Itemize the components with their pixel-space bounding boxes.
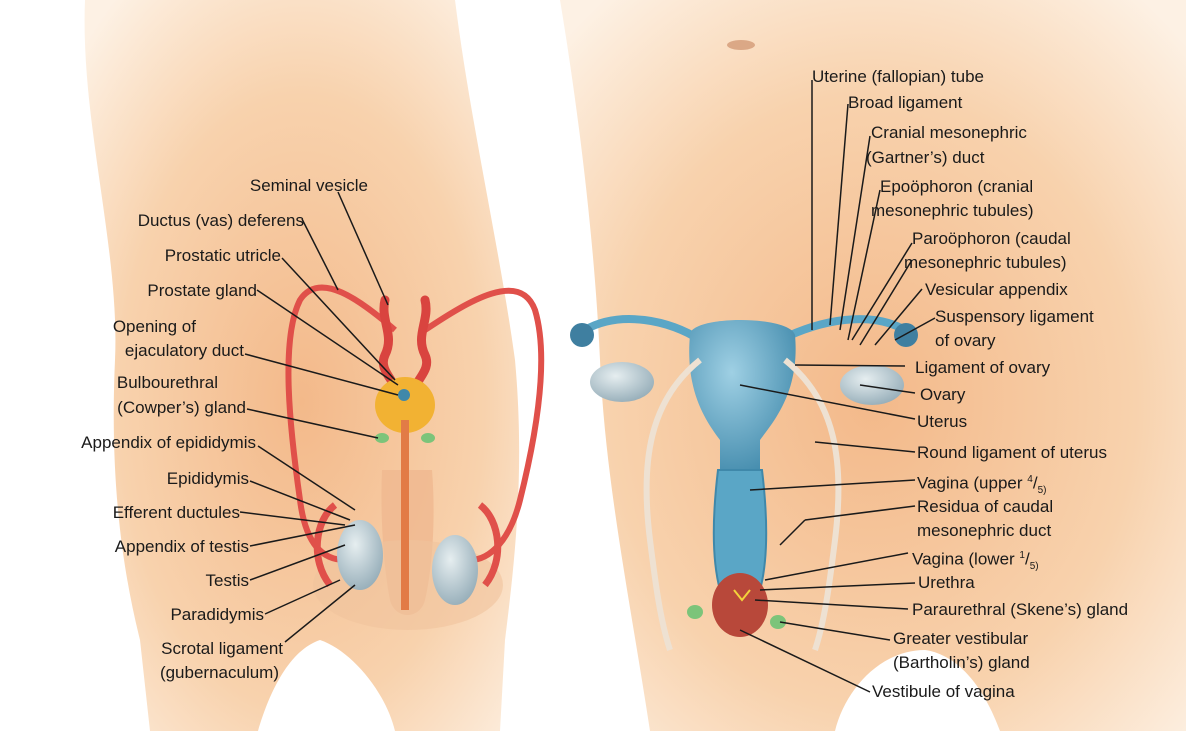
label-residua-2: mesonephric duct [917,520,1051,541]
testis-left [337,520,383,590]
label-ductus-deferens: Ductus (vas) deferens [138,210,304,231]
vagina-lower-den: 5) [1030,561,1039,572]
label-appendix-testis: Appendix of testis [115,536,249,557]
vestibule [712,573,768,637]
label-cranial-mesonephric-1: Cranial mesonephric [871,122,1027,143]
label-bulbourethral-2: (Cowper’s) gland [117,397,246,418]
label-round-ligament: Round ligament of uterus [917,442,1107,463]
label-paroophoron-1: Paroöphoron (caudal [912,228,1071,249]
ovary-left [590,362,654,402]
label-epoophoron-1: Epoöphoron (cranial [880,176,1033,197]
label-epoophoron-2: mesonephric tubules) [871,200,1034,221]
vagina-upper-text: Vagina (upper [917,474,1023,493]
label-paraurethral: Paraurethral (Skene’s) gland [912,599,1128,620]
label-opening-ejaculatory-1: Opening of [113,316,196,337]
vagina-upper-den: 5) [1038,485,1047,496]
label-efferent-ductules: Efferent ductules [113,502,240,523]
label-appendix-epididymis: Appendix of epididymis [81,432,256,453]
label-uterus: Uterus [917,411,967,432]
label-paradidymis: Paradidymis [170,604,264,625]
label-residua-1: Residua of caudal [917,496,1053,517]
label-greater-vestibular-1: Greater vestibular [893,628,1028,649]
label-testis: Testis [206,570,249,591]
label-opening-ejaculatory-2: ejaculatory duct [125,340,244,361]
vagina-upper-num: 4 [1027,474,1033,485]
vagina-lower-num: 1 [1019,550,1025,561]
label-ligament-of-ovary: Ligament of ovary [915,357,1050,378]
label-urethra: Urethra [918,572,975,593]
label-cranial-mesonephric-2: (Gartner’s) duct [866,147,984,168]
label-greater-vestibular-2: (Bartholin’s) gland [893,652,1030,673]
label-bulbourethral-1: Bulbourethral [117,372,218,393]
label-prostate-gland: Prostate gland [147,280,257,301]
vagina [714,470,767,590]
label-paroophoron-2: mesonephric tubules) [904,252,1067,273]
label-scrotal-ligament-1: Scrotal ligament [161,638,283,659]
label-epididymis: Epididymis [167,468,249,489]
label-prostatic-utricle: Prostatic utricle [165,245,281,266]
label-uterine-tube: Uterine (fallopian) tube [812,66,984,87]
ovary-right [840,365,904,405]
testis-right [432,535,478,605]
label-seminal-vesicle: Seminal vesicle [250,175,368,196]
label-broad-ligament: Broad ligament [848,92,962,113]
label-scrotal-ligament-2: (gubernaculum) [160,662,279,683]
label-ovary: Ovary [920,384,965,405]
label-vesicular-appendix: Vesicular appendix [925,279,1068,300]
vagina-lower-text: Vagina (lower [912,550,1015,569]
label-vestibule: Vestibule of vagina [872,681,1015,702]
label-suspensory-1: Suspensory ligament [935,306,1094,327]
label-suspensory-2: of ovary [935,330,995,351]
